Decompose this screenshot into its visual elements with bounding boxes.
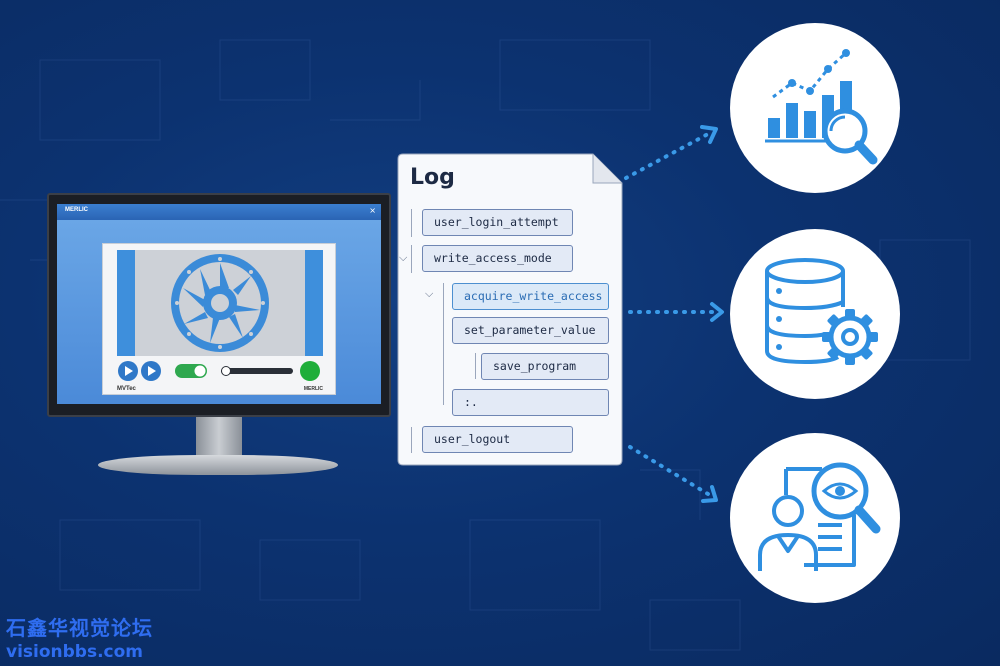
log-node[interactable]: write_access_mode [422,245,573,272]
log-node[interactable]: :. [452,389,609,416]
log-title: Log [410,165,455,190]
tree-line [411,209,412,237]
database-gear-icon [765,258,878,365]
watermark-chinese: 石鑫华视觉论坛 [6,616,153,640]
mvtec-logo: MVTec [117,386,136,392]
arrowhead-icon [701,485,718,503]
arrowhead-icon [710,302,724,322]
watermark-url[interactable]: visionbbs.com [6,642,144,662]
chevron-down-icon[interactable]: ⌵ [399,251,408,264]
brake-disc-icon [171,254,269,352]
merlic-logo: MERLIC [303,386,323,392]
camera-view [117,250,323,356]
app-close-icon[interactable]: × [369,206,376,215]
control-row: MVTec MERLIC [117,360,323,392]
tree-line [443,283,444,405]
log-node-active[interactable]: acquire_write_access [452,283,609,310]
database-circle [730,229,900,399]
control-row-graphics [118,361,320,381]
monitor-base [98,455,338,475]
tree-line [411,427,412,453]
tree-line [475,353,476,379]
monitor-screen: MERLIC × [57,204,381,404]
app-title-bar: MERLIC × [57,204,381,220]
chevron-down-icon[interactable]: ⌵ [425,287,434,300]
computer-monitor: MERLIC × [47,193,391,417]
monitor-neck [196,417,242,461]
arrow-to-audit [628,445,710,496]
log-document: Log ⌵ ⌵ user_login_attempt write_access_… [397,153,623,466]
tree-line [411,245,412,273]
arrow-to-analytics [624,132,710,180]
person-document-inspection-icon [758,462,881,571]
log-node[interactable]: set_parameter_value [452,317,609,344]
log-node[interactable]: user_logout [422,426,573,453]
bar-chart-magnifier-icon [765,49,878,165]
arrowhead-icon [700,125,718,144]
app-brand-label: MERLIC [65,207,88,213]
camera-side-bar-left [117,250,135,356]
audit-circle [730,433,900,603]
camera-side-bar-right [305,250,323,356]
app-body: MVTec MERLIC [57,220,381,404]
analytics-circle [730,23,900,193]
log-node[interactable]: save_program [481,353,609,380]
vision-app-panel: MVTec MERLIC [102,243,336,395]
log-node[interactable]: user_login_attempt [422,209,573,236]
